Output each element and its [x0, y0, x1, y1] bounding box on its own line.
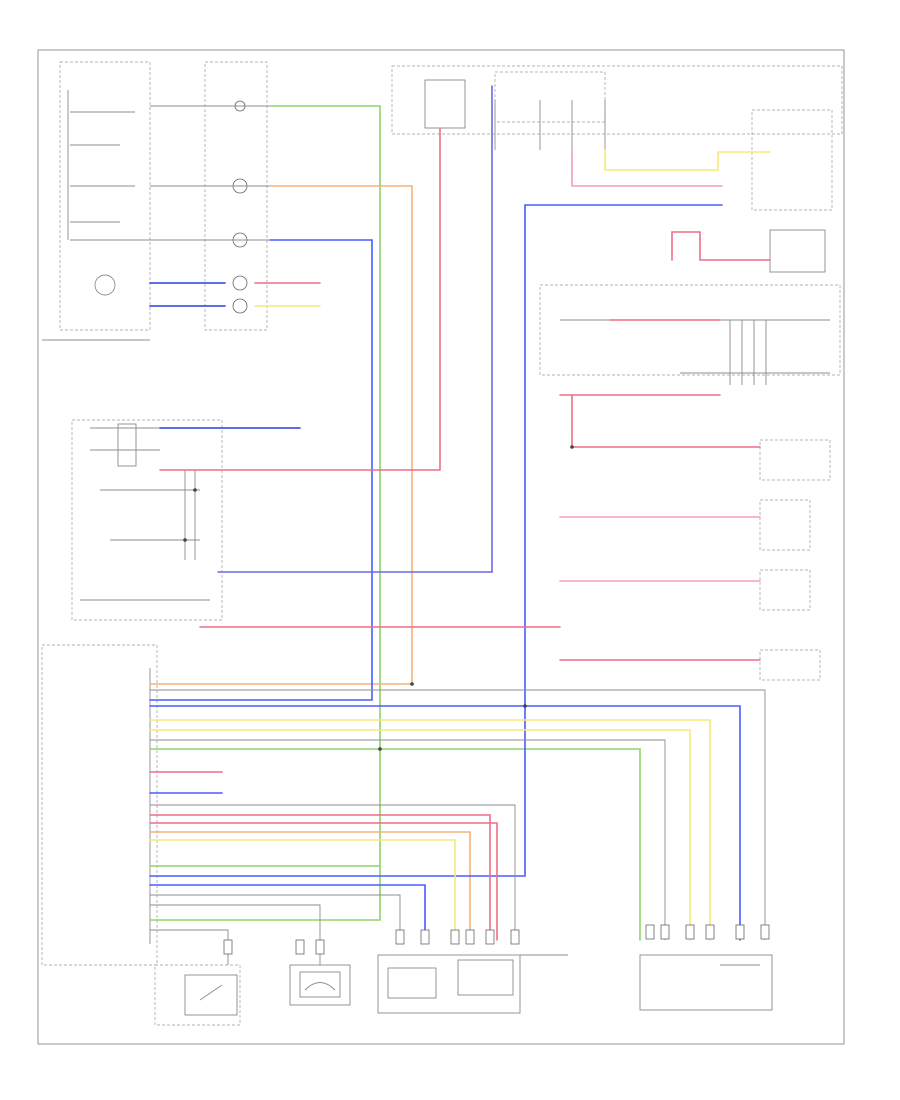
splice-dot — [183, 538, 187, 542]
wire-red-relay2 — [671, 231, 771, 261]
steering-wheel-switch-box — [59, 61, 151, 331]
tcm-module-box — [759, 499, 811, 551]
pin-pp-4 — [705, 924, 715, 940]
wires — [149, 85, 771, 965]
pin-fg-1 — [295, 939, 305, 955]
vss-module-box — [759, 439, 831, 481]
fuel-gauge-inner — [299, 971, 341, 998]
accelerator-sensor-box — [377, 954, 521, 1014]
wire-gray-4 — [150, 894, 401, 940]
ecm-box — [539, 284, 841, 376]
wire-red-2 — [149, 814, 491, 941]
pin-fg-2 — [315, 939, 325, 955]
pedal-position-box — [639, 954, 773, 1011]
clock-spring-box — [204, 61, 268, 331]
ac-module-box — [759, 569, 811, 611]
wire-gray-2 — [150, 739, 666, 940]
instrument-cluster-box — [41, 644, 158, 966]
wire-green-right — [149, 748, 641, 941]
relay-1 — [424, 79, 466, 129]
pin-ap-1 — [395, 929, 405, 945]
pin-pp-6 — [760, 924, 770, 940]
brake-switch-box — [751, 109, 833, 211]
wire-violet-relay — [217, 85, 493, 573]
wire-red-vss — [571, 394, 761, 448]
pin-ap-5 — [485, 929, 495, 945]
wire-blue-3 — [149, 204, 723, 877]
pin-pp-2 — [660, 924, 670, 940]
connector-pins — [223, 924, 770, 955]
relay-2 — [769, 229, 826, 273]
instrument-cluster-group — [41, 644, 158, 966]
accelerator-sensor-internal — [457, 959, 514, 996]
clutch-switch-lever — [199, 984, 223, 1001]
wire-green-main — [149, 105, 381, 921]
clock-spring-terminal-4 — [232, 298, 248, 314]
clock-spring-terminal-3 — [232, 275, 248, 291]
clutter-switch-box — [154, 964, 241, 1026]
horn-symbol — [94, 274, 116, 296]
wire-yellow-3 — [149, 839, 456, 941]
wire-gray-6 — [150, 929, 229, 965]
fuse-box-top — [494, 71, 606, 123]
wire-blue-4 — [149, 884, 426, 941]
diagram-frame — [37, 49, 845, 1045]
splice-dot — [193, 488, 197, 492]
pin-cs-1 — [223, 939, 233, 955]
wire-yellow-brake — [604, 149, 771, 171]
pin-ap-6 — [510, 929, 520, 945]
splice-dot — [410, 682, 414, 686]
right-modules — [759, 439, 831, 681]
bottom-components — [154, 954, 773, 1026]
wire-red-relay — [159, 127, 441, 471]
pin-pp-3 — [685, 924, 695, 940]
wire-orange-2 — [149, 831, 471, 941]
combination-switch-group — [71, 419, 223, 621]
splice-dots — [183, 445, 574, 751]
pin-ap-4 — [465, 929, 475, 945]
wire-gray-3 — [150, 804, 516, 940]
pin-ap-2 — [420, 929, 430, 945]
splice-dot — [523, 704, 527, 708]
fuse-block-group — [391, 65, 843, 385]
wire-gray-5 — [150, 904, 321, 965]
pin-ap-3 — [450, 929, 460, 945]
combination-switch-box — [71, 419, 223, 621]
splice-dot — [570, 445, 574, 449]
switch-contact-block — [117, 423, 137, 467]
wire-red-3 — [149, 822, 498, 941]
wire-blue-2 — [149, 705, 741, 941]
wire-yellow-1 — [149, 719, 711, 941]
splice-dot — [378, 747, 382, 751]
pin-pp-1 — [645, 924, 655, 940]
wire-yellow-2 — [149, 729, 691, 941]
fuse-relay-box — [391, 65, 843, 135]
pin-pp-5 — [735, 924, 745, 940]
fuel-gauge-needle — [304, 982, 336, 991]
data-link-box — [759, 649, 821, 681]
accelerator-sensor-connector — [387, 967, 437, 999]
wire-gray-1 — [150, 689, 766, 940]
fuel-gauge-box — [289, 964, 351, 1006]
wire-orange-main — [149, 185, 413, 685]
clutch-switch-body — [184, 974, 238, 1016]
wire-pink-brake — [571, 149, 723, 187]
steering-wheel-switch-group — [42, 61, 321, 341]
